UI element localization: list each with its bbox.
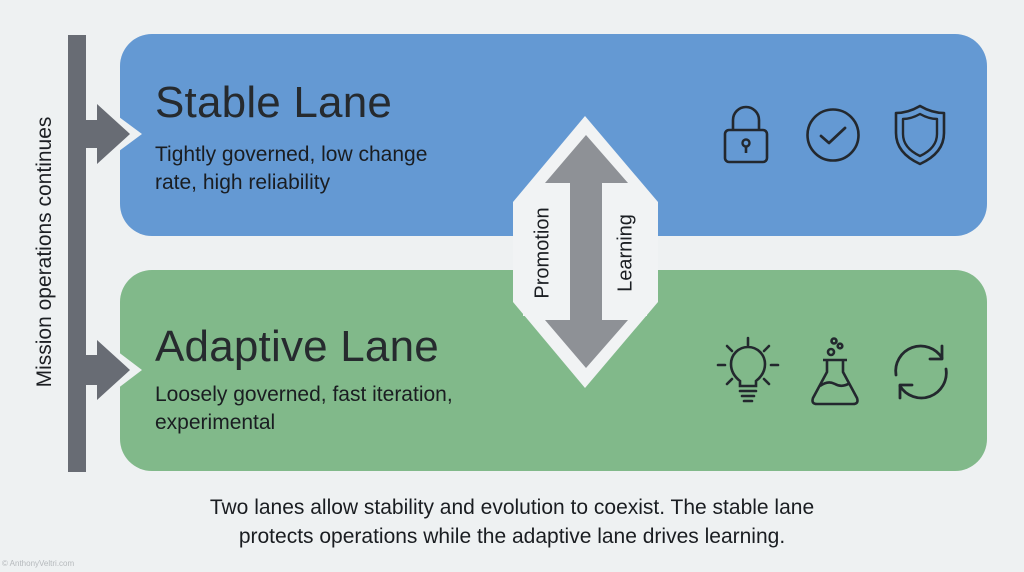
stable-lane-description: Tightly governed, low change rate, high …	[155, 141, 427, 197]
adaptive-lane-description: Loosely governed, fast iteration, experi…	[155, 381, 453, 437]
lock-icon	[723, 105, 769, 164]
refresh-icon	[894, 344, 948, 400]
adaptive-entry-arrow	[86, 332, 142, 408]
promotion-label: Promotion	[531, 207, 554, 299]
stable-desc-line-1: Tightly governed, low change	[155, 143, 428, 166]
diagram-caption: Two lanes allow stability and evolution …	[0, 493, 1024, 551]
check-circle-icon	[806, 108, 860, 162]
stable-lane-title: Stable Lane	[155, 78, 393, 127]
adaptive-desc-line-2: experimental	[155, 411, 276, 434]
flask-icon	[811, 337, 859, 406]
caption-line-1: Two lanes allow stability and evolution …	[209, 496, 815, 519]
lightbulb-icon	[716, 336, 780, 403]
adaptive-desc-line-1: Loosely governed, fast iteration,	[155, 383, 453, 406]
watermark: © AnthonyVeltri.com	[2, 559, 75, 568]
learning-label: Learning	[614, 214, 637, 292]
adaptive-lane-title: Adaptive Lane	[155, 322, 439, 371]
mission-flow-bar	[68, 35, 86, 472]
shield-icon	[894, 104, 946, 166]
promotion-learning-arrow	[545, 135, 628, 368]
stable-entry-arrow	[86, 97, 142, 171]
caption-line-2: protects operations while the adaptive l…	[238, 525, 786, 548]
stable-desc-line-2: rate, high reliability	[155, 171, 331, 194]
